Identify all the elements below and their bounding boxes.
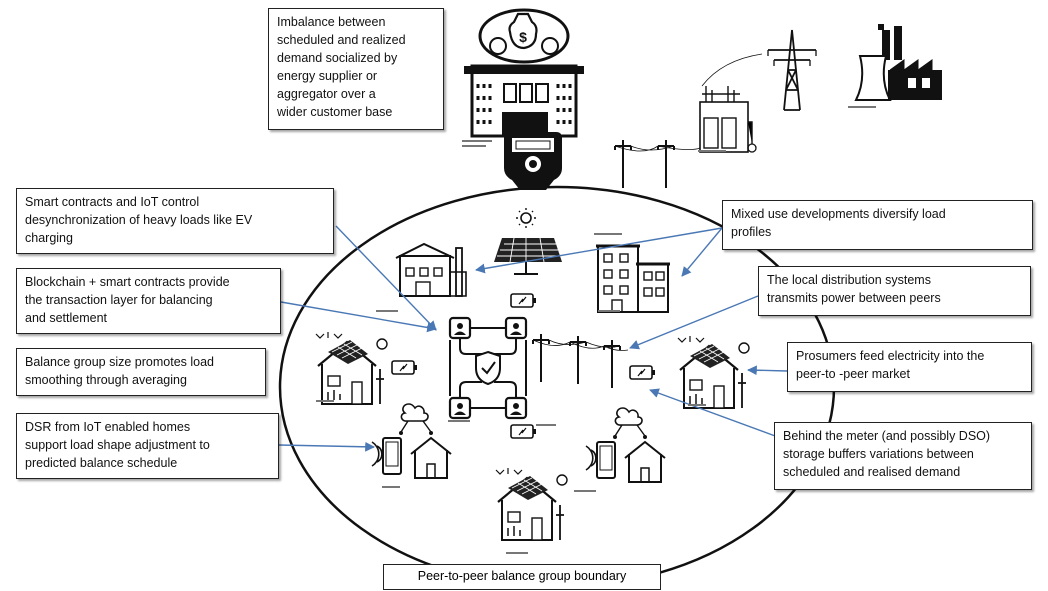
note-behind-meter: Behind the meter (and possibly DSO) stor… bbox=[774, 422, 1032, 490]
note-dsr-iot: DSR from IoT enabled homes support load … bbox=[16, 413, 279, 479]
battery-icon bbox=[629, 365, 656, 380]
arrow-mixed-use-apartments bbox=[681, 227, 723, 277]
power-line-icon bbox=[532, 333, 629, 389]
solar-house-icon bbox=[676, 334, 751, 410]
arrow-mixed-use-factory bbox=[475, 227, 723, 274]
factory-icon bbox=[395, 242, 467, 297]
arrow-blockchain bbox=[280, 301, 437, 333]
bank-with-money-bag-icon: $ bbox=[464, 8, 584, 138]
icon-attribution-specks bbox=[316, 106, 876, 554]
substation-icon bbox=[699, 86, 757, 153]
smart-home-icon bbox=[371, 403, 452, 479]
smart-home-icon bbox=[585, 407, 666, 483]
transmission-pylon-icon bbox=[701, 29, 817, 111]
note-smart-contracts-iot: Smart contracts and IoT control desynchr… bbox=[16, 188, 334, 254]
arrow-local-distribution bbox=[629, 295, 759, 350]
arrow-smart-contracts bbox=[335, 225, 437, 331]
boundary-label: Peer-to-peer balance group boundary bbox=[383, 564, 661, 590]
note-balance-group-size: Balance group size promotes load smoothi… bbox=[16, 348, 266, 396]
smart-meter-icon bbox=[504, 132, 562, 190]
battery-icon bbox=[391, 360, 418, 375]
arrow-prosumers bbox=[747, 365, 788, 376]
note-imbalance: Imbalance between scheduled and realized… bbox=[268, 8, 444, 130]
arrow-behind-meter bbox=[649, 388, 787, 441]
note-mixed-use: Mixed use developments diversify load pr… bbox=[722, 200, 1033, 250]
note-prosumers: Prosumers feed electricity into the peer… bbox=[787, 342, 1032, 392]
note-local-distribution: The local distribution systems transmits… bbox=[758, 266, 1031, 316]
apartment-building-icon bbox=[596, 244, 670, 313]
arrow-dsr bbox=[278, 441, 375, 452]
battery-icon bbox=[510, 424, 537, 439]
annotation-arrows bbox=[278, 225, 788, 452]
note-blockchain: Blockchain + smart contracts provide the… bbox=[16, 268, 281, 334]
power-line-icon bbox=[614, 139, 701, 189]
blockchain-network-icon bbox=[448, 316, 528, 420]
battery-icon bbox=[510, 293, 537, 308]
svg-text:$: $ bbox=[519, 29, 527, 45]
solar-house-icon bbox=[314, 330, 389, 406]
solar-house-icon bbox=[494, 466, 569, 542]
solar-panel-icon bbox=[494, 208, 562, 275]
power-plant-icon bbox=[854, 24, 942, 101]
